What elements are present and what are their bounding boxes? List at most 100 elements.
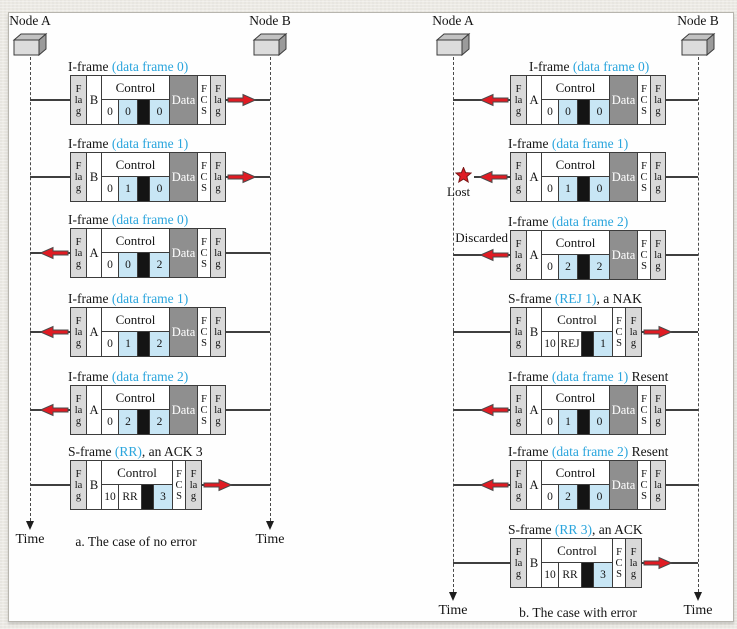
address-field: A (526, 460, 542, 510)
transmission-arrow-icon (479, 248, 509, 262)
flag-field-label: Flag (654, 160, 662, 194)
frame-title: I-frame (data frame 2) (508, 214, 628, 230)
flag-field-label: Flag (654, 468, 662, 502)
frame-title: I-frame (data frame 1) Resent (508, 369, 668, 385)
flag-field-label: Flag (514, 315, 523, 349)
fcs-field: FCS (197, 307, 211, 357)
time-arrow-icon (449, 592, 457, 601)
time-arrow-icon (26, 521, 34, 530)
frame-title-accent: (REJ 1) (554, 291, 597, 306)
flag-field-label: Flag (74, 315, 83, 349)
address-field: A (526, 385, 542, 435)
frame-title-type: I-frame (508, 214, 549, 229)
node: Node A (2, 13, 58, 56)
frame-box: Flag A Control 0 0 0 Data FCS Flag (510, 75, 666, 125)
flag-field-label: Flag (514, 83, 523, 117)
frame-title-accent: (data frame 2) (551, 214, 629, 229)
nr-value-cell: 3 (153, 484, 173, 510)
frame-title: I-frame (data frame 0) (68, 59, 188, 75)
fcs-field-label: FCS (200, 160, 208, 194)
transmission-arrow-icon (39, 246, 69, 260)
control-field: Control 10 REJ 1 (541, 307, 613, 357)
frame-title-type: I-frame (68, 136, 109, 151)
frame-box: Flag B Control 10 RR 3 Data FCS Flag (510, 538, 642, 588)
fcs-field-label: FCS (615, 315, 623, 349)
frame-type-bits-cell: 0 (101, 99, 119, 125)
message-line (30, 484, 70, 486)
data-field: Data (609, 230, 638, 280)
frame-title-accent: (data frame 2) (551, 444, 629, 459)
ns-value-cell: 2 (558, 254, 578, 280)
flag-field-label: Flag (514, 468, 523, 502)
frame-title-accent: (data frame 0) (572, 59, 650, 74)
fcs-field-label: FCS (615, 546, 623, 580)
frame-box: Flag B Control 0 0 0 Data FCS Flag (70, 75, 226, 125)
frame-type-bits-cell: 0 (541, 254, 559, 280)
fcs-field-label: FCS (175, 468, 183, 502)
control-field-label: Control (101, 460, 173, 485)
fcs-field-label: FCS (200, 83, 208, 117)
data-field: Data (169, 228, 198, 278)
message-line (30, 176, 70, 178)
frame-title-type: I-frame (529, 59, 570, 74)
frame-title: I-frame (data frame 0) (68, 212, 188, 228)
flag-field: Flag (70, 152, 87, 202)
frame-title: S-frame (RR 3), an ACK (508, 522, 643, 538)
address-field: B (526, 538, 542, 588)
control-field-label: Control (541, 307, 613, 332)
fcs-field: FCS (637, 75, 651, 125)
ns-value-cell: 1 (558, 409, 578, 435)
frame-title-accent: (RR 3) (554, 522, 592, 537)
frame-title: I-frame (data frame 1) (508, 136, 628, 152)
flag-field: Flag (510, 385, 527, 435)
transmission-arrow-icon (479, 93, 509, 107)
frame-title-type: I-frame (68, 212, 109, 227)
nr-value-cell: 2 (589, 254, 610, 280)
frame-box: Flag A Control 0 1 0 Data FCS Flag (510, 385, 666, 435)
flag-field-label: Flag (629, 315, 638, 349)
message-line (453, 331, 510, 333)
address-field: A (526, 75, 542, 125)
flag-field: Flag (510, 152, 527, 202)
control-field: Control 10 RR 3 (101, 460, 173, 510)
frame-type-bits-cell: 0 (541, 99, 559, 125)
frame-title-accent: (RR) (114, 444, 142, 459)
lifeline (453, 57, 454, 592)
transmission-arrow-icon (643, 325, 673, 339)
node-label: Node A (9, 13, 51, 28)
ns-value-cell: RR (118, 484, 142, 510)
flag-field-label: Flag (74, 393, 83, 427)
time-label: Time (15, 532, 45, 547)
flag-field: Flag (650, 152, 666, 202)
transmission-arrow-icon (478, 170, 508, 184)
frame-box: Flag A Control 0 2 2 Data FCS Flag (510, 230, 666, 280)
flag-field: Flag (510, 538, 527, 588)
frame-type-bits-cell: 0 (101, 252, 119, 278)
transmission-arrow-icon (479, 478, 509, 492)
flag-field: Flag (650, 230, 666, 280)
flag-field-label: Flag (214, 236, 222, 270)
control-field: Control 10 RR 3 (541, 538, 613, 588)
flag-field-label: Flag (214, 393, 222, 427)
frame-title-type: I-frame (68, 59, 109, 74)
flag-field: Flag (510, 460, 527, 510)
frame-title-type: I-frame (68, 369, 109, 384)
node: Node A (425, 13, 481, 56)
computer-node-icon (435, 32, 471, 56)
frame-type-bits-cell: 0 (541, 484, 559, 510)
frame-title: I-frame (data frame 1) (68, 136, 188, 152)
fcs-field-label: FCS (200, 315, 208, 349)
frame-title-suffix: , a NAK (596, 291, 642, 306)
frame-title-accent: (data frame 0) (111, 212, 189, 227)
frame-title: I-frame (data frame 2) Resent (508, 444, 668, 460)
node: Node B (242, 13, 298, 56)
message-line (666, 99, 698, 101)
frame-box: Flag A Control 0 1 2 Data FCS Flag (70, 307, 226, 357)
flag-field-label: Flag (74, 468, 83, 502)
time-arrow-icon (266, 521, 274, 530)
frame-title-accent: (data frame 0) (111, 59, 189, 74)
discarded-label: Discarded (455, 230, 508, 245)
nr-value-cell: 0 (589, 99, 610, 125)
message-line (666, 254, 698, 256)
